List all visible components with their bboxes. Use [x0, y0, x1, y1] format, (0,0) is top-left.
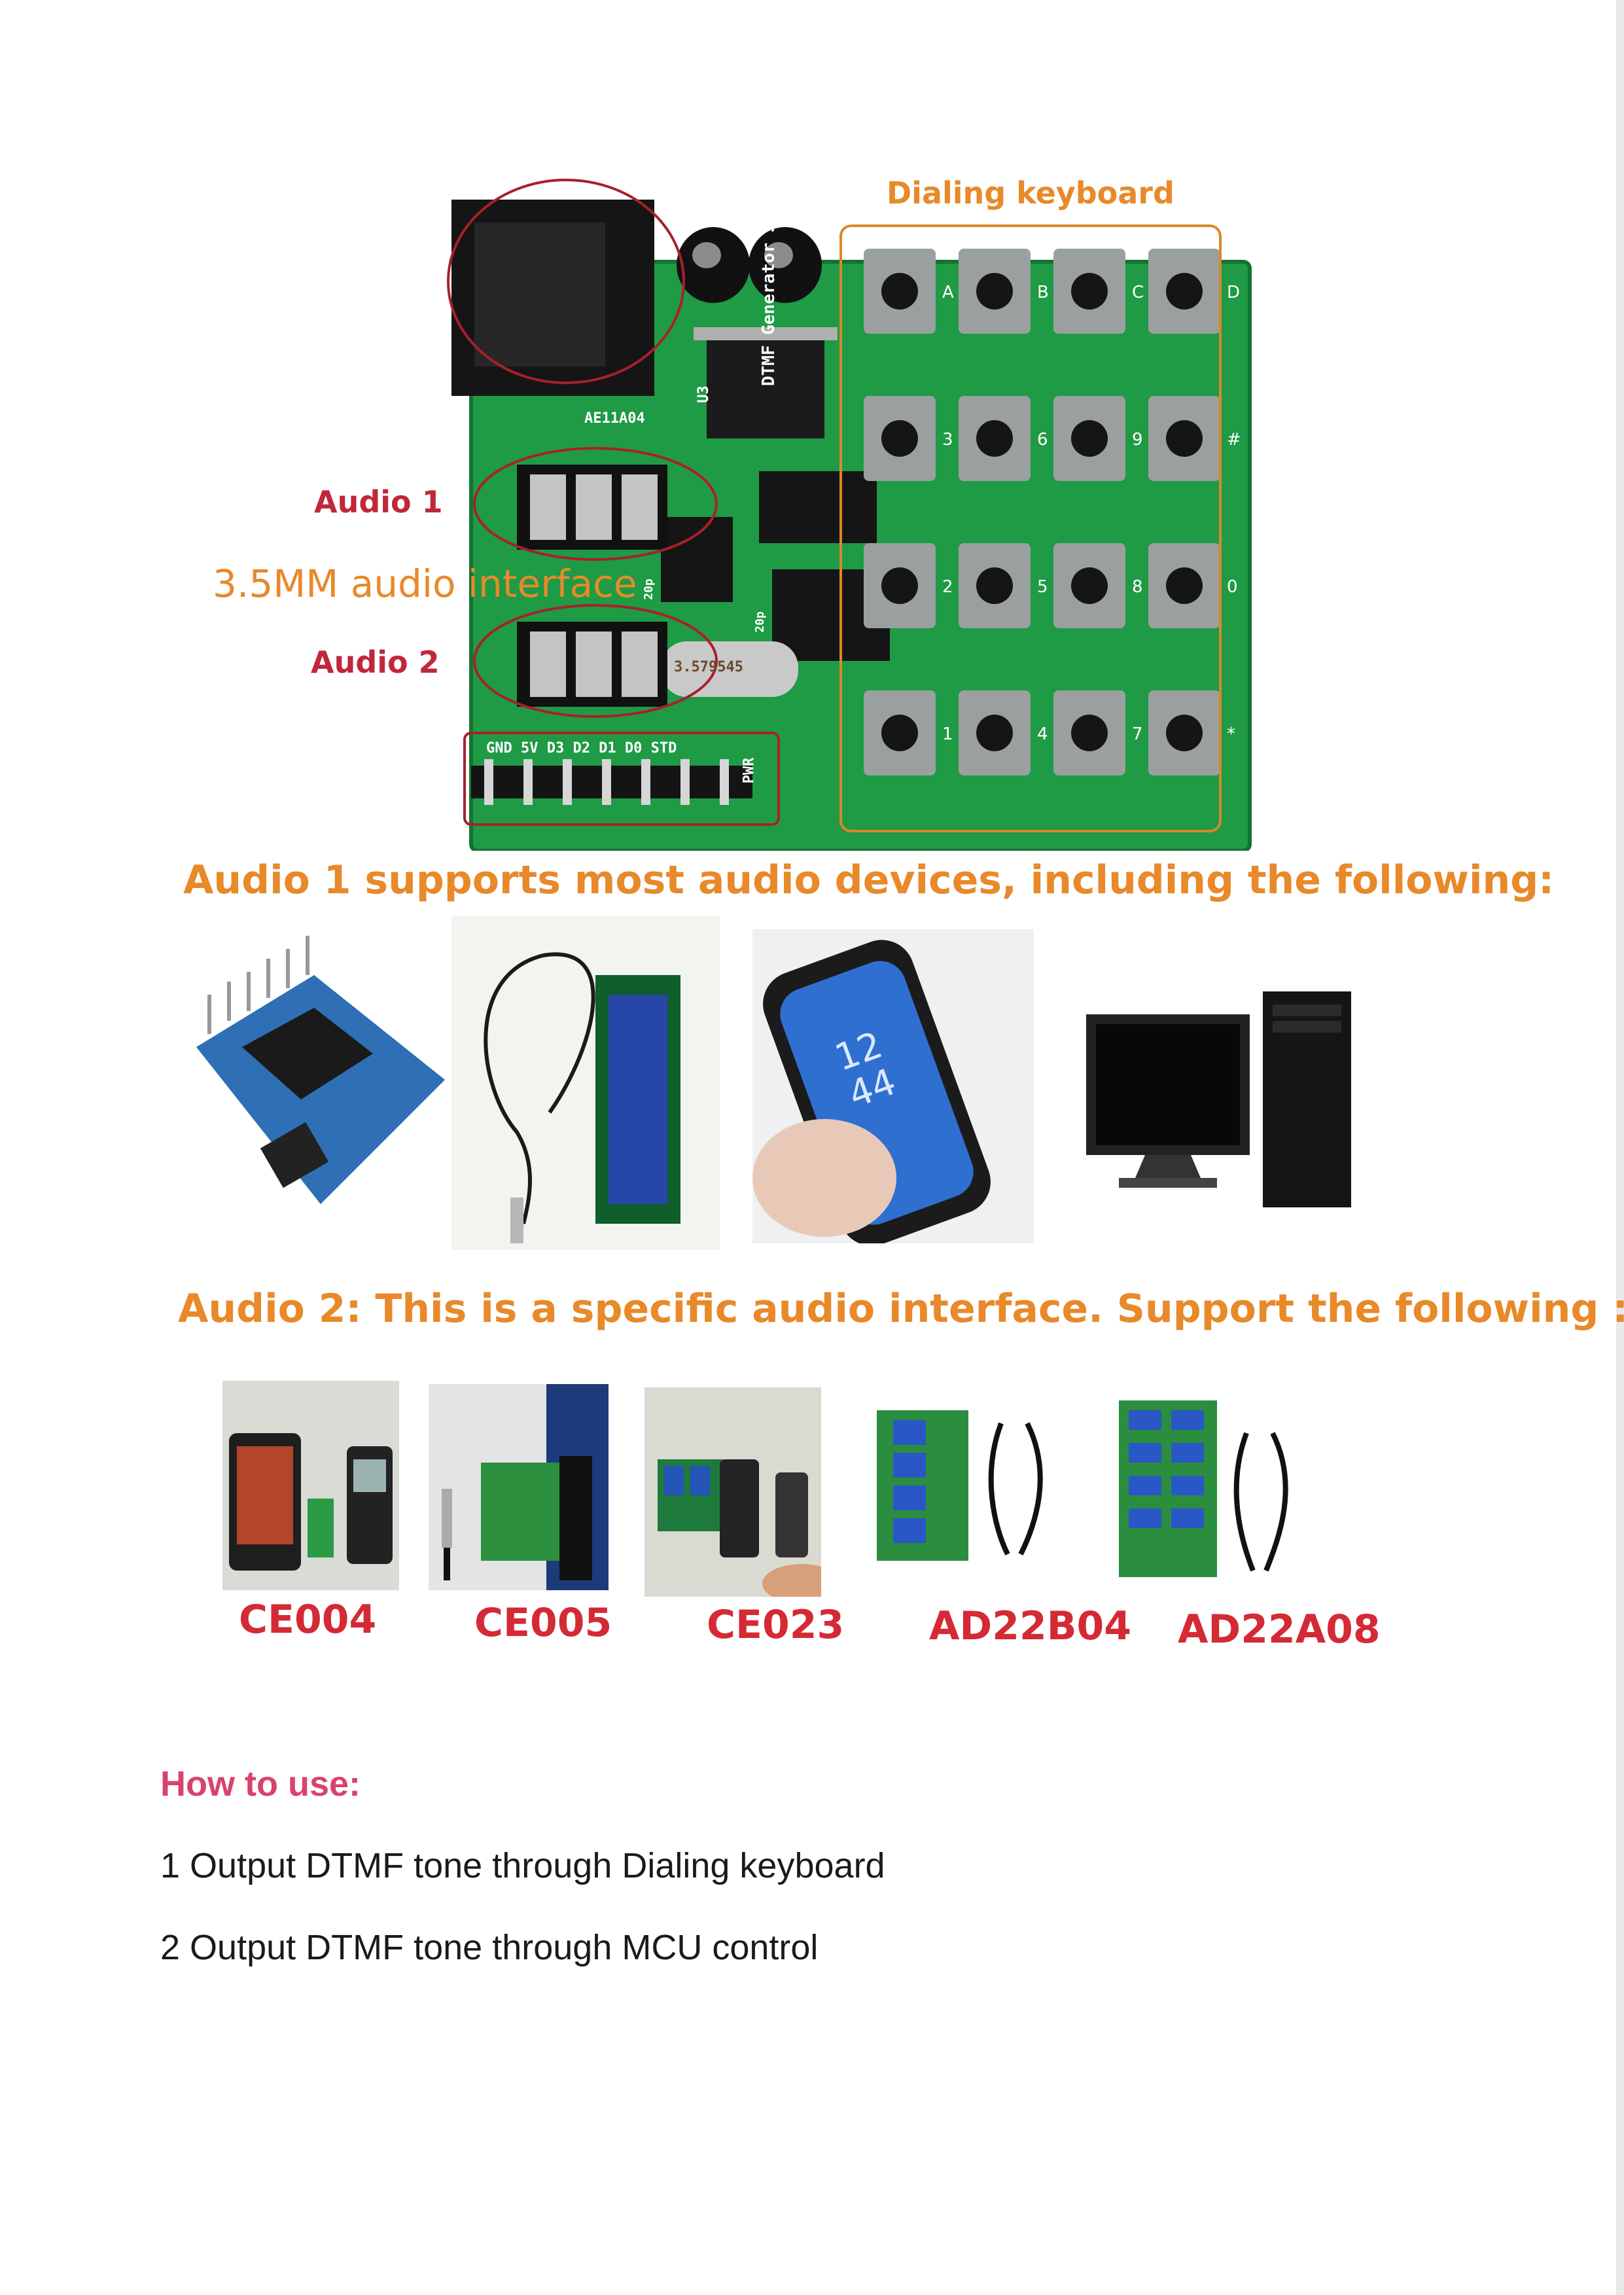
lcd-with-cable-photo: [451, 916, 720, 1250]
keypad-key-label: 0: [1227, 577, 1238, 597]
dtmf-board-photo: A B C D 3 6 9 #2 5 8 0 1 4 7 *: [447, 179, 1252, 851]
silk-side-title: DTMF Generator 3: [759, 222, 779, 386]
keypad-key-button: [1166, 715, 1203, 751]
keypad-key-label: B: [1037, 283, 1049, 302]
keypad-key-button: [881, 420, 918, 457]
keypad-key-button: [881, 715, 918, 751]
ad22a08-photo: [1112, 1394, 1302, 1584]
keypad-key-button: [1071, 273, 1108, 310]
silk-crystal: 3.579545: [674, 659, 743, 675]
caption-ce005: CE005: [474, 1600, 612, 1646]
keypad-key-button: [1166, 420, 1203, 457]
silk-pins: GND 5V D3 D2 D1 D0 STD: [486, 740, 677, 756]
keypad-key-label: 5: [1037, 577, 1048, 597]
audio2-label: Audio 2: [311, 645, 440, 680]
keypad-key-label: 3: [942, 430, 953, 450]
keypad-key-button: [881, 567, 918, 604]
howto-step-2: 2 Output DTMF tone through MCU control: [160, 1928, 819, 1967]
keypad-key-label: *: [1227, 724, 1235, 744]
section1-heading: Audio 1 supports most audio devices, inc…: [183, 857, 1555, 903]
smartphone-photo: 12 44: [752, 929, 1034, 1243]
keypad-key-button: [1071, 567, 1108, 604]
audio1-label: Audio 1: [314, 484, 443, 520]
caption-ce004: CE004: [239, 1597, 377, 1643]
desktop-computer-photo: [1080, 982, 1361, 1217]
dialing-keyboard-label: Dialing keyboard: [887, 175, 1174, 211]
keypad-key-button: [1166, 273, 1203, 310]
keypad-key-button: [1166, 567, 1203, 604]
howto-title: How to use:: [160, 1764, 361, 1804]
keypad-key-label: 7: [1132, 724, 1143, 744]
scan-edge: [1616, 0, 1624, 2295]
silk-pwr: PWR: [741, 757, 758, 784]
audio-interface-label: 3.5MM audio interface: [213, 561, 637, 606]
caption-ce023: CE023: [707, 1602, 845, 1648]
keypad-key-label: #: [1227, 430, 1241, 450]
keypad-key-label: 2: [942, 577, 953, 597]
keypad-key-button: [881, 273, 918, 310]
keypad-key-button: [976, 420, 1013, 457]
keypad-key-button: [976, 567, 1013, 604]
silk-cap-left: 20p: [641, 578, 656, 600]
keypad-key-label: 1: [942, 724, 953, 744]
keypad-key-label: C: [1132, 283, 1144, 302]
keypad-key-label: 4: [1037, 724, 1048, 744]
keypad-key-label: 6: [1037, 430, 1048, 450]
keypad-key-button: [1071, 420, 1108, 457]
ce023-photo: [644, 1387, 821, 1597]
keypad-key-button: [976, 273, 1013, 310]
silk-model: AE11A04: [584, 410, 645, 427]
silk-u3: U3: [695, 385, 712, 403]
keypad-key-button: [976, 715, 1013, 751]
section2-heading: Audio 2: This is a specific audio interf…: [178, 1286, 1624, 1332]
keypad-key-label: 9: [1132, 430, 1143, 450]
silk-cap-right: 20p: [752, 611, 767, 633]
keypad-key-label: D: [1227, 283, 1240, 302]
keypad-key-button: [1071, 715, 1108, 751]
howto-step-1: 1 Output DTMF tone through Dialing keybo…: [160, 1846, 885, 1885]
caption-ad22a08: AD22A08: [1178, 1607, 1381, 1652]
keypad-key-label: A: [942, 283, 954, 302]
ad22b04-photo: [870, 1397, 1067, 1571]
ce005-photo: [429, 1384, 609, 1590]
caption-ad22b04: AD22B04: [929, 1603, 1131, 1649]
keypad-key-label: 8: [1132, 577, 1143, 597]
ce004-photo: [222, 1381, 399, 1590]
dtmf-decoder-module-photo: [183, 916, 458, 1217]
